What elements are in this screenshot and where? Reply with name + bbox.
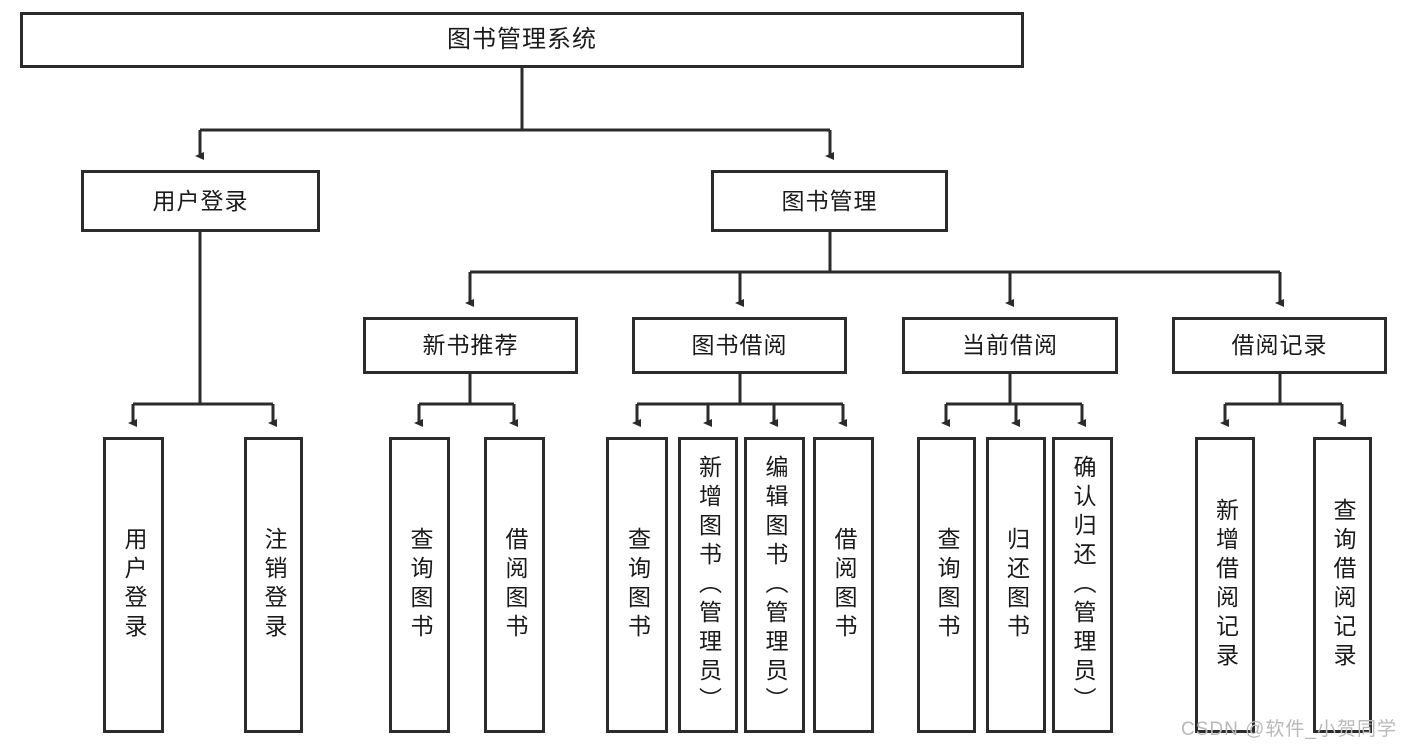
watermark: CSDN @软件_小贺同学 [1181, 719, 1397, 740]
node-leaf-query-record[interactable]: 查询借阅记录 [1313, 437, 1372, 733]
node-leaf-borrow-book-1[interactable]: 借阅图书 [484, 437, 545, 733]
node-leaf-user-login-label: 用户登录 [121, 527, 147, 643]
node-new-book-recommend[interactable]: 新书推荐 [363, 317, 578, 374]
node-leaf-edit-book[interactable]: 编辑图书（管理员） [744, 437, 805, 733]
node-user-login-label: 用户登录 [152, 187, 249, 214]
node-leaf-confirm-return-label: 确认归还（管理员） [1070, 454, 1096, 716]
node-current-borrow-label: 当前借阅 [962, 332, 1058, 359]
node-leaf-query-book-2[interactable]: 查询图书 [606, 437, 668, 733]
node-new-book-recommend-label: 新书推荐 [422, 332, 519, 359]
node-leaf-query-book-1[interactable]: 查询图书 [389, 437, 450, 733]
node-root-label: 图书管理系统 [447, 26, 597, 54]
node-leaf-borrow-book-1-label: 借阅图书 [502, 527, 528, 643]
node-book-manage-label: 图书管理 [781, 187, 878, 214]
node-borrow-record-label: 借阅记录 [1231, 332, 1328, 359]
node-leaf-return-book[interactable]: 归还图书 [986, 437, 1046, 733]
node-book-manage[interactable]: 图书管理 [711, 170, 948, 232]
node-leaf-confirm-return[interactable]: 确认归还（管理员） [1052, 437, 1113, 733]
node-book-borrow-label: 图书借阅 [691, 332, 788, 359]
node-leaf-add-book-label: 新增图书（管理员） [695, 454, 722, 716]
node-borrow-record[interactable]: 借阅记录 [1172, 317, 1387, 374]
node-leaf-add-record[interactable]: 新增借阅记录 [1195, 437, 1255, 733]
node-leaf-query-book-1-label: 查询图书 [407, 527, 433, 643]
node-leaf-user-login[interactable]: 用户登录 [103, 437, 164, 733]
node-book-borrow[interactable]: 图书借阅 [632, 317, 847, 374]
node-leaf-add-book[interactable]: 新增图书（管理员） [678, 437, 738, 733]
node-current-borrow[interactable]: 当前借阅 [902, 317, 1118, 374]
node-leaf-query-book-2-label: 查询图书 [624, 527, 651, 643]
node-root[interactable]: 图书管理系统 [20, 12, 1024, 68]
node-leaf-logout-label: 注销登录 [261, 527, 287, 643]
node-leaf-query-record-label: 查询借阅记录 [1330, 498, 1356, 672]
node-leaf-borrow-book-2[interactable]: 借阅图书 [813, 437, 874, 733]
node-leaf-logout[interactable]: 注销登录 [244, 437, 303, 733]
node-leaf-return-book-label: 归还图书 [1003, 527, 1030, 643]
node-leaf-borrow-book-2-label: 借阅图书 [831, 527, 857, 643]
node-leaf-add-record-label: 新增借阅记录 [1212, 498, 1239, 672]
node-user-login[interactable]: 用户登录 [81, 170, 320, 232]
node-leaf-query-book-3[interactable]: 查询图书 [917, 437, 976, 733]
node-leaf-edit-book-label: 编辑图书（管理员） [762, 454, 788, 716]
node-leaf-query-book-3-label: 查询图书 [934, 527, 960, 643]
